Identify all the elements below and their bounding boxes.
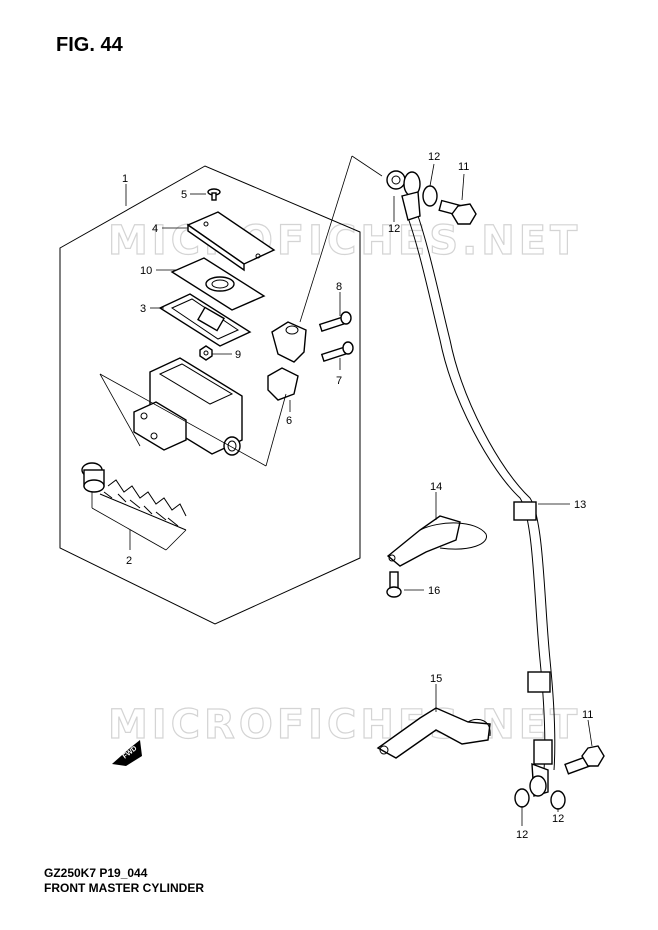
assembly-outline [59,165,361,625]
master-cylinder-body [133,357,243,456]
callout-5: 5 [181,189,187,201]
reservoir-cap-part-4 [186,211,276,272]
callout-12-upper-right: 12 [428,151,440,163]
lower-banjo-fitting [514,762,566,810]
screw-part-5 [207,188,221,201]
callout-4: 4 [152,223,158,235]
union-bolt-part-11-lower [564,745,605,775]
nut-part-9 [199,345,213,361]
callout-16: 16 [428,585,440,597]
callout-12-lower-left: 12 [516,829,528,841]
callout-2: 2 [126,555,132,567]
callout-11-lower: 11 [582,709,593,721]
bolt-part-16 [386,571,402,598]
model-code: GZ250K7 P19_044 [44,866,148,880]
figure-footer: GZ250K7 P19_044 FRONT MASTER CYLINDER [44,866,204,896]
callout-7: 7 [336,375,342,387]
figure-caption: FRONT MASTER CYLINDER [44,881,204,895]
callout-10: 10 [140,265,152,277]
brake-hose-part-13 [405,209,556,771]
hose-clamp-part-14 [386,515,487,567]
upper-banjo-fitting [386,170,438,221]
watermark-bottom: MICROFICHES.NET [108,702,581,748]
bolt-part-8 [318,311,352,333]
callout-9: 9 [235,349,241,361]
callout-13: 13 [574,499,586,511]
union-bolt-part-11-upper [438,199,477,225]
callout-12-upper-left: 12 [388,223,400,235]
diaphragm-part-3 [158,293,252,347]
callout-1: 1 [122,173,128,185]
callout-14: 14 [430,481,442,493]
watermark-top: MICROFICHES.NET [108,218,581,264]
callout-6: 6 [286,415,292,427]
callout-11-upper: 11 [458,161,469,173]
diaphragm-plate-part-10 [170,257,266,311]
callout-8: 8 [336,281,342,293]
callout-15: 15 [430,673,442,685]
callout-12-lower-right: 12 [552,813,564,825]
bolt-part-7 [320,341,354,363]
piston-kit-part-2 [81,462,187,531]
lever-holder-part-6 [267,321,307,401]
hose-bracket-part-15 [376,707,491,759]
figure-title: FIG. 44 [56,34,123,56]
callout-3: 3 [140,303,146,315]
